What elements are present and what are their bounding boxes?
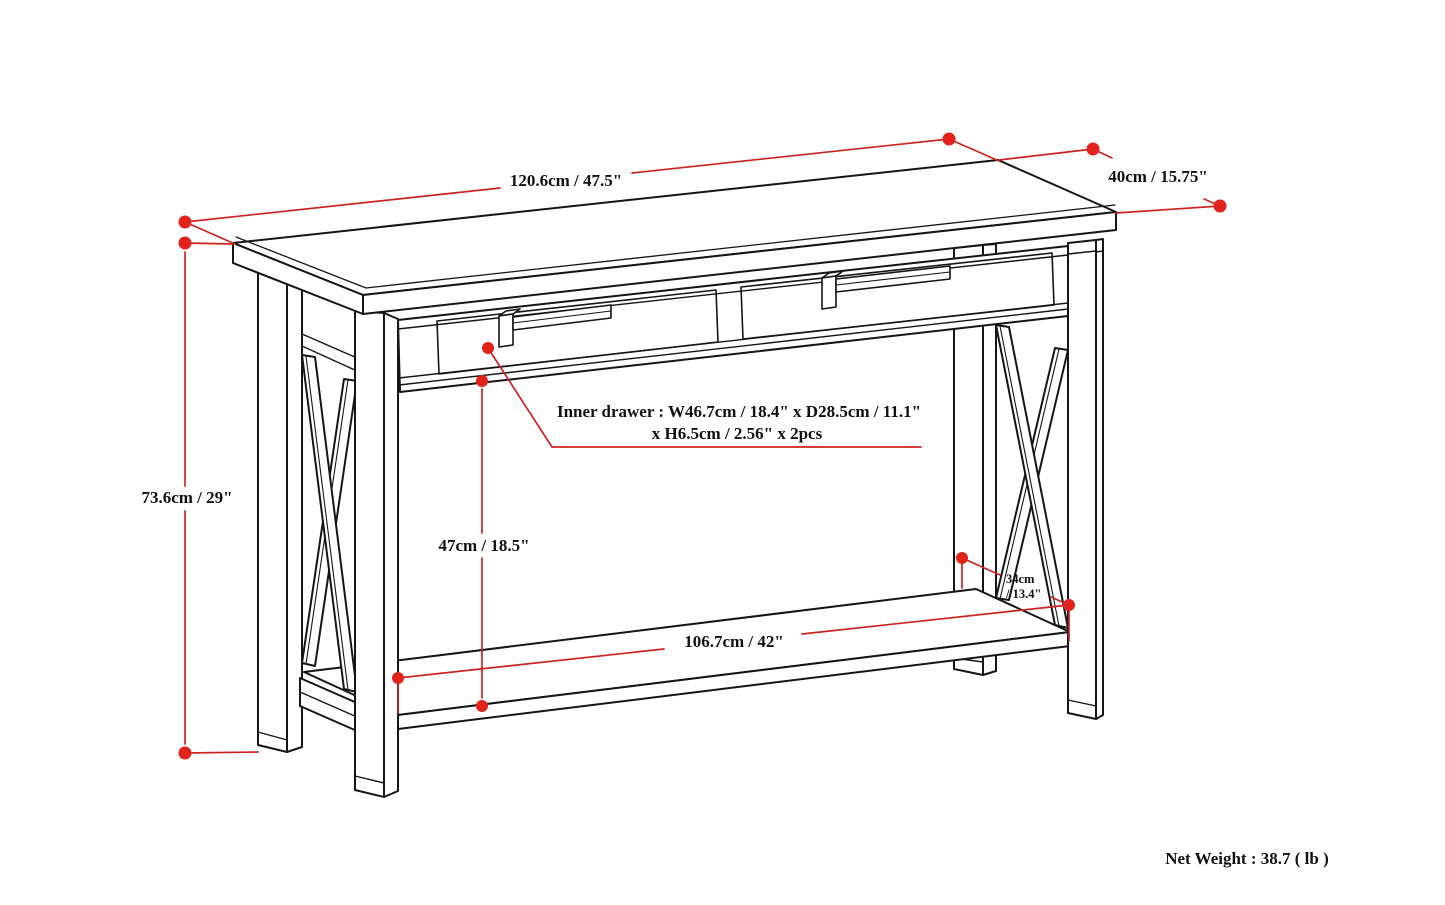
left-side-apron <box>301 333 358 372</box>
drawer-right <box>740 252 1055 340</box>
dimension-top-length: 120.6cm / 47.5" <box>178 132 1000 245</box>
front-right-leg <box>1067 238 1104 720</box>
net-weight-label: Net Weight : 38.7 ( lb ) <box>1165 849 1329 868</box>
drawer-handle-left <box>498 304 612 348</box>
dimension-annotations: 120.6cm / 47.5" 40cm / 15.75" 73.6cm / 2… <box>141 132 1329 868</box>
inner-drawer-label-line2: x H6.5cm / 2.56" x 2pcs <box>652 424 823 443</box>
top-depth-label: 40cm / 15.75" <box>1108 167 1208 186</box>
console-table-line-drawing <box>232 159 1117 798</box>
shelf-length-label: 106.7cm / 42" <box>684 632 784 651</box>
top-length-label: 120.6cm / 47.5" <box>510 171 622 190</box>
x-brace-left <box>301 354 358 693</box>
x-brace-right <box>995 324 1069 629</box>
dimension-overall-height: 73.6cm / 29" <box>141 236 259 760</box>
drawer-handle-right <box>821 265 951 310</box>
dimension-top-depth: 40cm / 15.75" <box>998 142 1227 214</box>
shelf-depth-label-line2: / 13.4" <box>1005 587 1041 601</box>
dimension-shelf-length: 106.7cm / 42" <box>392 599 1075 714</box>
front-left-leg <box>354 310 399 798</box>
dimension-shelf-depth: 34cm / 13.4" <box>956 552 1070 606</box>
inner-drawer-label-line1: Inner drawer : W46.7cm / 18.4" x D28.5cm… <box>557 402 921 421</box>
shelf-depth-label-line1: 34cm <box>1006 572 1035 586</box>
overall-height-label: 73.6cm / 29" <box>141 488 232 507</box>
lower-shelf <box>303 588 1071 730</box>
drawer-left <box>436 289 719 375</box>
shelf-clearance-label: 47cm / 18.5" <box>438 536 529 555</box>
rear-left-leg <box>257 271 303 753</box>
dimension-shelf-clearance: 47cm / 18.5" <box>438 375 530 712</box>
tabletop <box>232 159 1117 315</box>
annotation-inner-drawer: Inner drawer : W46.7cm / 18.4" x D28.5cm… <box>482 342 922 448</box>
